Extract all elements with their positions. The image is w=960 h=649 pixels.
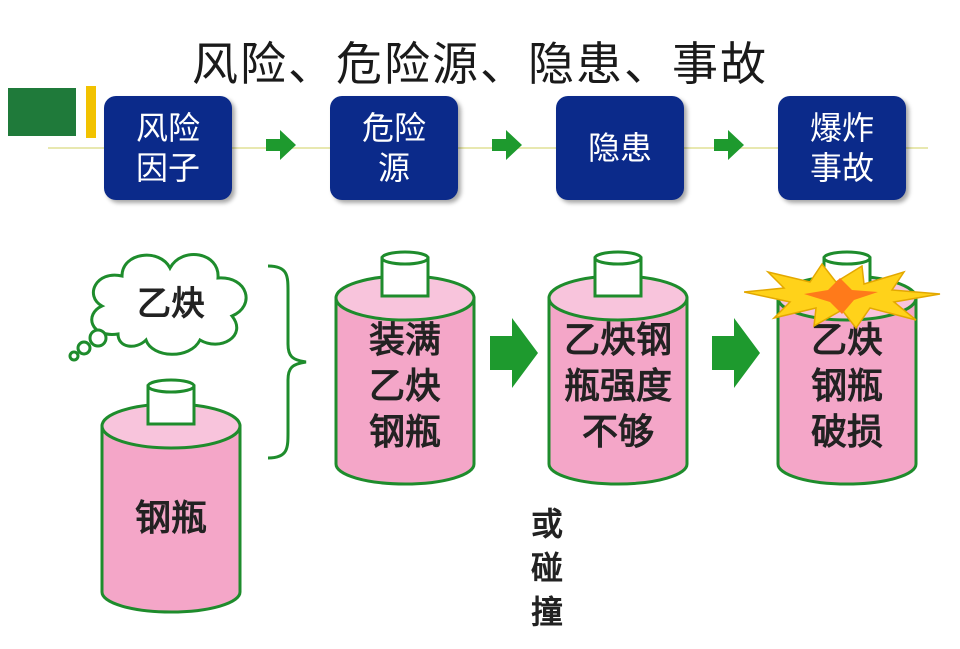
cylinder-full-acetylene: [334, 250, 476, 486]
arrow-right-icon: [714, 130, 744, 160]
step-label: 危险源: [361, 109, 426, 187]
step-box-hazard-source: 危险源: [330, 96, 458, 200]
explosion-burst-icon: [744, 262, 941, 330]
cylinder-insufficient-strength: [547, 250, 689, 486]
thought-bubble-label: 乙炔: [137, 284, 205, 324]
step-label: 隐患: [587, 129, 652, 167]
arrow-right-icon: [712, 318, 760, 388]
arrow-right-icon: [490, 318, 538, 388]
arrow-right-icon: [266, 130, 296, 160]
cylinder-steel-bottle: [100, 378, 242, 614]
arrow-right-icon: [492, 130, 522, 160]
curly-brace: [267, 264, 307, 460]
decorative-divider-line: [48, 147, 928, 149]
alternative-note-text: 或碰撞: [530, 505, 563, 631]
step-label: 风险因子: [135, 109, 200, 187]
step-box-explosion-accident: 爆炸事故: [778, 96, 906, 200]
cylinder-label: 装满乙炔钢瓶: [368, 320, 441, 453]
cylinder-label: 乙炔钢瓶强度不够: [563, 320, 672, 453]
thought-bubble: [68, 253, 248, 362]
decorative-yellow-bar: [86, 86, 96, 138]
step-box-hidden-danger: 隐患: [556, 96, 684, 200]
step-label: 爆炸事故: [809, 109, 874, 187]
page-title: 风险、危险源、隐患、事故: [192, 37, 768, 91]
cylinder-label: 钢瓶: [134, 498, 207, 539]
step-box-risk-factor: 风险因子: [104, 96, 232, 200]
decorative-green-square: [8, 88, 76, 136]
cylinder-label: 乙炔钢瓶破损: [810, 320, 883, 453]
alternative-note: 或碰撞: [522, 502, 572, 634]
